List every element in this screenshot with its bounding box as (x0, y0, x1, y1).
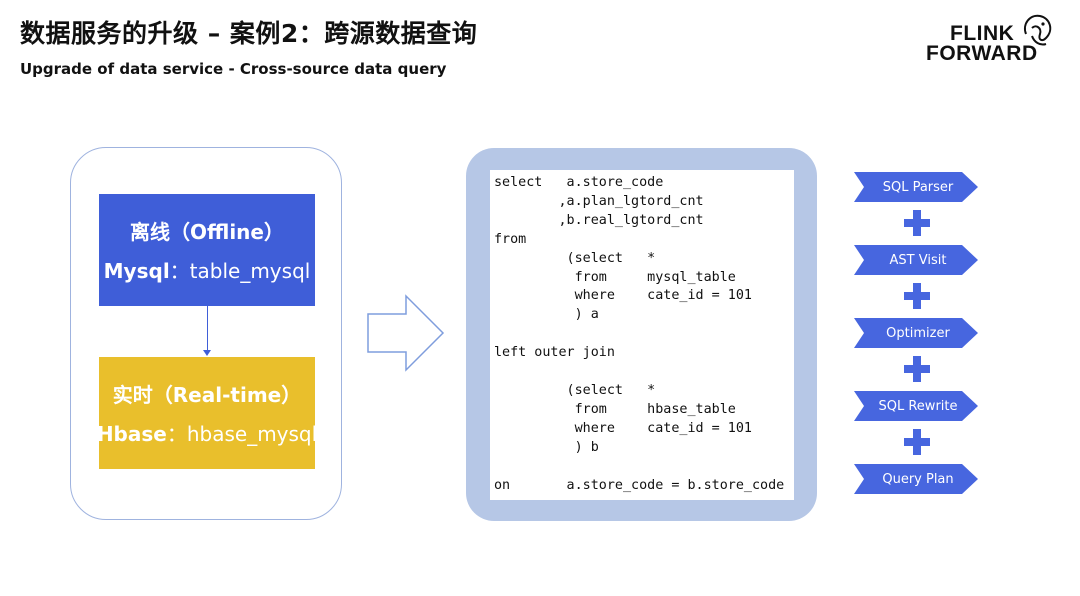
offline-title: 离线（Offline） (130, 220, 284, 244)
step-label: SQL Parser (882, 179, 954, 195)
flink-forward-logo: FLINK FORWARD (920, 12, 1060, 68)
chevron-shape (854, 391, 978, 421)
step-ast-visit: AST Visit (854, 245, 978, 275)
step-label: SQL Rewrite (878, 398, 958, 414)
offline-db: Mysql：table_mysql (104, 255, 311, 284)
logo-line1: FLINK (950, 22, 1015, 45)
step-sql-rewrite: SQL Rewrite (854, 391, 978, 421)
chevron-shape (854, 172, 978, 202)
chevron-shape (854, 318, 978, 348)
realtime-db: Hbase：hbase_mysql (97, 418, 317, 447)
chevron-shape (854, 245, 978, 275)
step-label: Optimizer (886, 325, 950, 341)
realtime-db-name: Hbase (96, 422, 167, 446)
offline-db-name: Mysql (103, 259, 170, 283)
page-subtitle: Upgrade of data service - Cross-source d… (20, 60, 447, 78)
step-sql-parser: SQL Parser (854, 172, 978, 202)
plus-icon (904, 283, 930, 309)
offline-source-box: 离线（Offline） Mysql：table_mysql (99, 194, 315, 306)
source-connector-line (207, 306, 208, 354)
step-label: Query Plan (882, 471, 954, 487)
realtime-table: ：hbase_mysql (166, 422, 318, 446)
logo-line2: FORWARD (926, 42, 1038, 65)
page-title: 数据服务的升级 – 案例2：跨源数据查询 (20, 19, 478, 48)
step-optimizer: Optimizer (854, 318, 978, 348)
chevron-shape (854, 464, 978, 494)
source-connector-arrowhead (203, 350, 211, 356)
plus-icon (904, 356, 930, 382)
plus-icon (904, 210, 930, 236)
sql-code: select a.store_code ,a.plan_lgtord_cnt ,… (494, 175, 785, 493)
step-query-plan: Query Plan (854, 464, 978, 494)
right-arrow-icon (367, 294, 445, 372)
squirrel-icon (1024, 14, 1052, 46)
offline-table: ：table_mysql (169, 259, 311, 283)
realtime-title: 实时（Real-time） (112, 383, 302, 407)
data-sources-frame (70, 147, 342, 520)
plus-icon (904, 429, 930, 455)
realtime-source-box: 实时（Real-time） Hbase：hbase_mysql (97, 357, 317, 469)
step-label: AST Visit (889, 252, 947, 268)
sql-panel (490, 170, 794, 500)
